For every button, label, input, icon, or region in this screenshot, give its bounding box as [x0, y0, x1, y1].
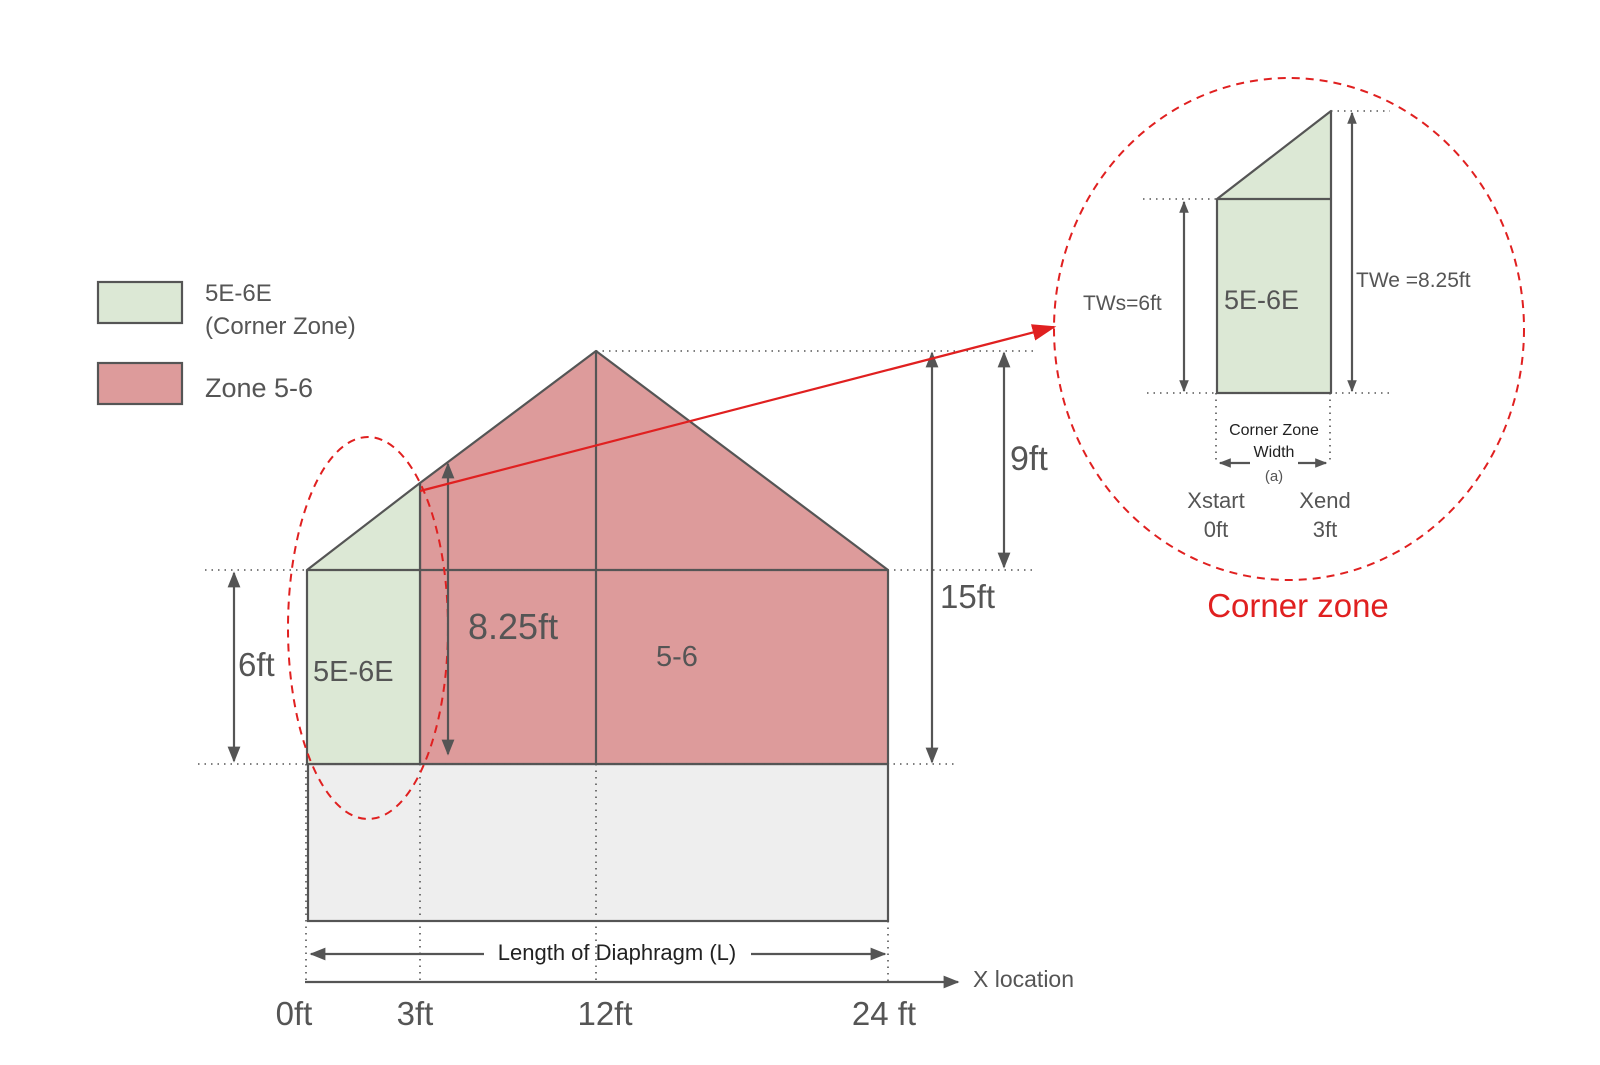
- building: [305, 349, 890, 923]
- x-tick-0ft: 0ft: [276, 995, 313, 1032]
- inset-xend-value: 3ft: [1313, 517, 1337, 542]
- legend: 5E-6E (Corner Zone) Zone 5-6: [96, 280, 356, 406]
- inset-xstart-label: Xstart: [1187, 488, 1244, 513]
- dim-825ft-label: 8.25ft: [468, 606, 558, 647]
- length-label: Length of Diaphragm (L): [498, 940, 736, 965]
- legend-zone-label: Zone 5-6: [205, 373, 313, 403]
- legend-corner-zone-label: 5E-6E: [205, 280, 272, 307]
- corner-zone-label: 5E-6E: [313, 656, 394, 688]
- inset-width-label-1: Corner Zone: [1229, 422, 1319, 439]
- inset-corner-zone-shape: [1215, 109, 1333, 395]
- inset-highlight-circle: [1053, 77, 1525, 581]
- inset-detail: TWs=6ft TWe =8.25ft 5E-6E Corner Zone Wi…: [1053, 77, 1525, 624]
- wall-area: [306, 762, 890, 923]
- legend-swatch-corner-zone: [96, 280, 184, 325]
- inset-tws-label: TWs=6ft: [1083, 292, 1162, 315]
- length-dimension: Length of Diaphragm (L): [309, 940, 887, 965]
- x-tick-12ft: 12ft: [577, 995, 632, 1032]
- corner-zone-area: [305, 481, 422, 766]
- dimensions: 6ft 8.25ft 9ft 15ft: [227, 351, 1048, 764]
- inset-width-label-3: (a): [1265, 468, 1283, 485]
- inset-xstart-value: 0ft: [1204, 517, 1228, 542]
- x-tick-3ft: 3ft: [397, 995, 434, 1032]
- inset-width-label-2: Width: [1254, 444, 1295, 461]
- x-tick-24ft: 24 ft: [852, 995, 916, 1032]
- dim-15ft-label: 15ft: [940, 578, 995, 615]
- x-axis: X location 0ft 3ft 12ft 24 ft: [276, 966, 1074, 1032]
- callout-arrow: [419, 324, 1057, 493]
- zone-5-6-area: [418, 349, 890, 766]
- x-axis-label: X location: [973, 966, 1074, 992]
- zone-5-6-label: 5-6: [656, 641, 698, 673]
- dim-9ft-label: 9ft: [1010, 440, 1048, 478]
- inset-corner-zone-label: 5E-6E: [1224, 285, 1299, 315]
- legend-corner-zone-sublabel: (Corner Zone): [205, 313, 356, 340]
- dim-6ft-label: 6ft: [238, 646, 275, 683]
- inset-xend-label: Xend: [1299, 488, 1350, 513]
- inset-caption: Corner zone: [1207, 587, 1389, 624]
- guide-lines: [198, 350, 1035, 985]
- legend-swatch-zone: [96, 361, 184, 406]
- inset-twe-label: TWe =8.25ft: [1356, 269, 1471, 292]
